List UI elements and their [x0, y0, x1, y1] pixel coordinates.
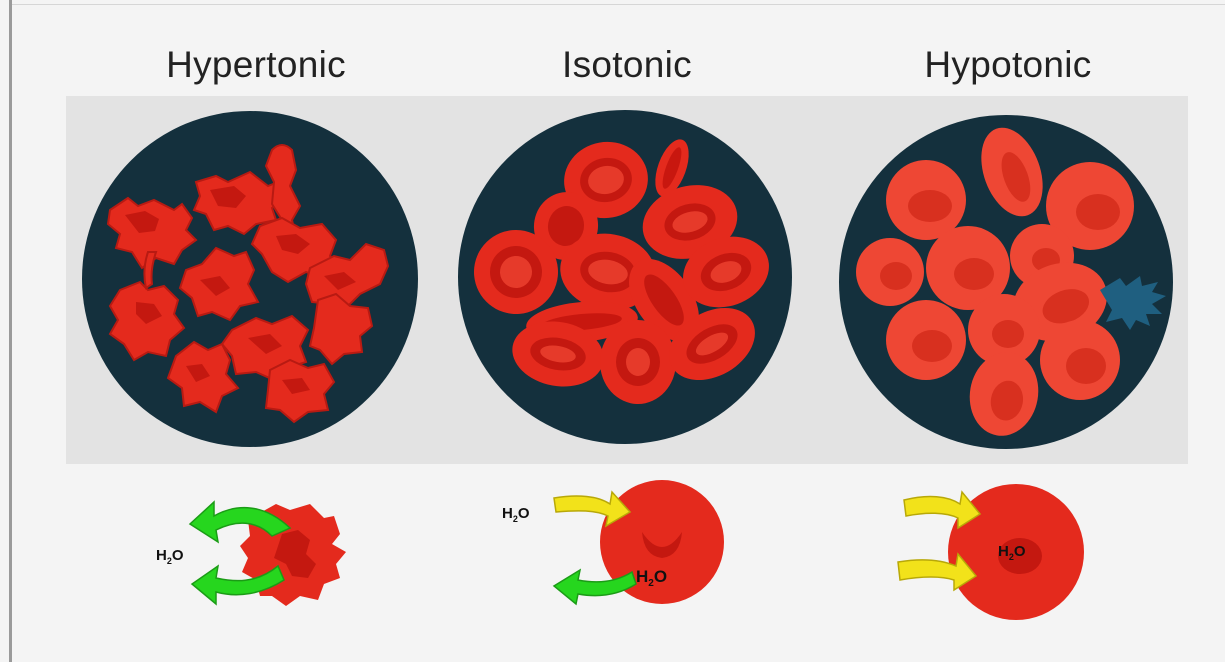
isotonic-dish [458, 110, 792, 444]
hypotonic-dish [839, 115, 1173, 449]
h2o-label-hypertonic: H2O [156, 547, 184, 566]
hypertonic-dish [82, 111, 418, 447]
outflow-arrow-lower [192, 566, 284, 604]
h2o-label-isotonic-in: H2O [502, 505, 530, 524]
